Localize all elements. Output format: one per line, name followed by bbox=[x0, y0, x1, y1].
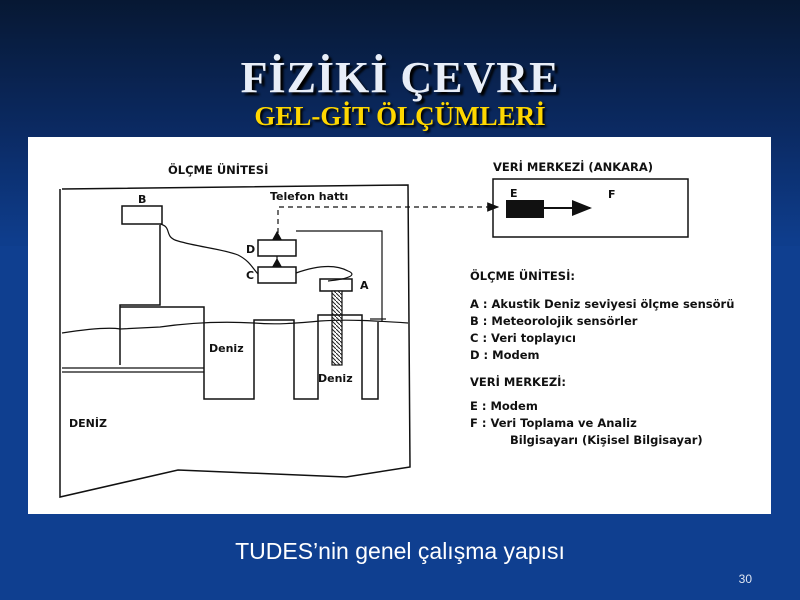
water-surface bbox=[61, 319, 409, 334]
slide-title: FİZİKİ ÇEVRE bbox=[240, 53, 560, 102]
legend-unit-item: A : Akustik Deniz seviyesi ölçme sensörü bbox=[470, 297, 734, 311]
legend-unit-item: C : Veri toplayıcı bbox=[470, 331, 576, 345]
diagram-canvas: ÖLÇME ÜNİTESİ Telefon hattı VERİ MERKEZİ… bbox=[59, 159, 734, 498]
label-deniz-left: Deniz bbox=[209, 342, 244, 355]
label-b: B bbox=[138, 193, 146, 206]
logger-c-box bbox=[257, 266, 297, 284]
antenna-post bbox=[296, 230, 383, 322]
sensor-a-pipe bbox=[331, 290, 343, 366]
figure-caption: TUDES’nin genel çalışma yapısı bbox=[235, 538, 565, 564]
legend-unit-item: D : Modem bbox=[470, 348, 540, 362]
label-deniz-right: Deniz bbox=[318, 372, 353, 385]
legend-center-title: VERİ MERKEZİ: bbox=[470, 374, 566, 389]
unit-frame bbox=[59, 184, 411, 498]
modem-d-arrow bbox=[272, 231, 282, 240]
legend-unit-title: ÖLÇME ÜNİTESİ: bbox=[470, 268, 575, 283]
label-e: E bbox=[510, 187, 518, 200]
label-a: A bbox=[360, 279, 369, 292]
page-number: 30 bbox=[738, 572, 752, 586]
legend-center-item: Bilgisayarı (Kişisel Bilgisayar) bbox=[510, 433, 703, 447]
modem-e-block bbox=[506, 200, 544, 218]
legend-center-item: E : Modem bbox=[470, 399, 538, 413]
modem-d-box bbox=[257, 239, 297, 257]
sensor-b-box bbox=[121, 205, 163, 225]
label-deniz-big: DENİZ bbox=[69, 416, 107, 430]
data-center-heading: VERİ MERKEZİ (ANKARA) bbox=[493, 159, 653, 174]
label-d: D bbox=[246, 243, 255, 256]
sensor-a-box bbox=[319, 278, 353, 292]
label-c: C bbox=[246, 269, 254, 282]
tudes-diagram: ÖLÇME ÜNİTESİ Telefon hattı VERİ MERKEZİ… bbox=[28, 137, 771, 514]
legend-unit-item: B : Meteorolojik sensörler bbox=[470, 314, 638, 328]
unit-heading: ÖLÇME ÜNİTESİ bbox=[168, 162, 268, 177]
telephone-line bbox=[277, 202, 500, 233]
slide-subtitle: GEL-GİT ÖLÇÜMLERİ bbox=[254, 101, 546, 131]
pier-profile bbox=[120, 306, 379, 400]
cable-b bbox=[159, 223, 259, 275]
label-f: F bbox=[608, 188, 616, 201]
legend-center-item: F : Veri Toplama ve Analiz bbox=[470, 416, 637, 430]
phone-line-label: Telefon hattı bbox=[270, 190, 348, 203]
station-wall bbox=[119, 225, 161, 365]
